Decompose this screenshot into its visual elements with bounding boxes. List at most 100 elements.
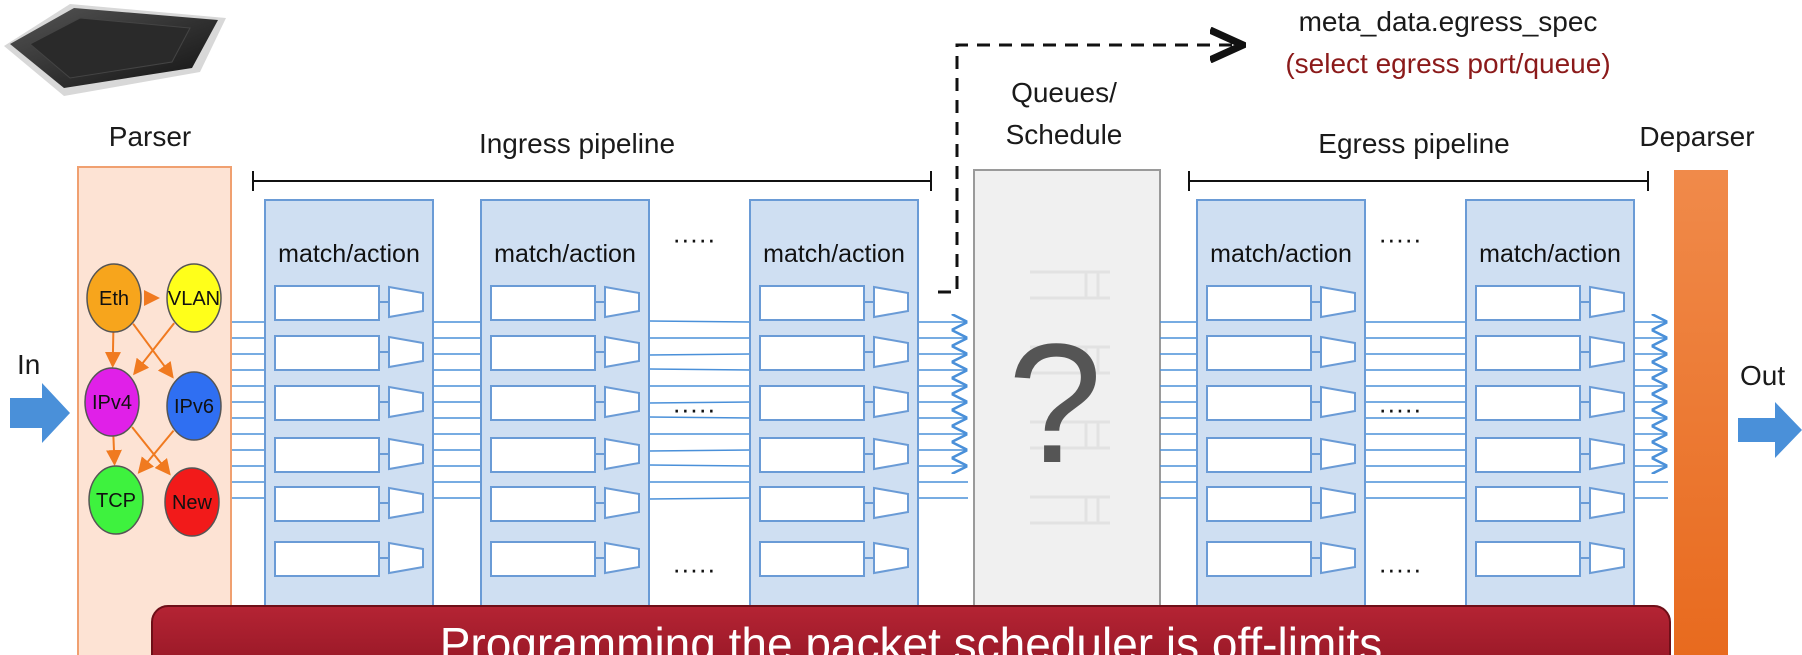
stages-layer: match/action match/action match/action matc… xyxy=(264,199,1635,631)
flow-line xyxy=(648,497,751,500)
table-entry xyxy=(274,486,424,522)
match-table xyxy=(274,486,380,522)
flow-line xyxy=(648,368,751,371)
action-unit xyxy=(1589,335,1625,369)
action-unit xyxy=(388,335,424,369)
table-entry xyxy=(1206,541,1356,577)
table-entry xyxy=(274,285,424,321)
egress-label: Egress pipeline xyxy=(1318,128,1509,159)
action-unit xyxy=(388,437,424,471)
flow-line xyxy=(648,353,751,356)
ellipsis-top-ingress: ····· xyxy=(672,224,715,254)
action-unit xyxy=(1320,285,1356,319)
flow-line xyxy=(648,449,751,452)
ingress-label: Ingress pipeline xyxy=(479,128,675,159)
parse-node-shape xyxy=(166,371,222,441)
parse-edge xyxy=(131,426,171,476)
table-entry xyxy=(274,437,424,473)
parse-node-label: Eth xyxy=(99,288,129,310)
off-limits-banner: Programming the packet scheduler is off-… xyxy=(151,605,1671,655)
match-table xyxy=(490,335,596,371)
parser-label: Parser xyxy=(109,121,191,152)
schedule-label: Schedule xyxy=(1006,119,1123,150)
stage-label: match/action xyxy=(494,240,636,268)
queue-shapes xyxy=(1030,270,1110,525)
match-table xyxy=(1475,541,1581,577)
table-entry xyxy=(1206,335,1356,371)
table-entry xyxy=(759,437,909,473)
queue-scheduler: ? xyxy=(973,169,1161,655)
match-table xyxy=(1206,437,1312,473)
action-unit xyxy=(1320,541,1356,575)
table-entry xyxy=(490,486,640,522)
action-unit xyxy=(1320,437,1356,471)
match-table xyxy=(759,486,865,522)
match-action-stage: match/action xyxy=(1196,199,1366,631)
match-table xyxy=(274,335,380,371)
action-unit xyxy=(604,437,640,471)
table-entry xyxy=(759,335,909,371)
action-unit xyxy=(604,486,640,520)
action-unit xyxy=(604,335,640,369)
parse-edge xyxy=(105,433,122,467)
table-entry xyxy=(490,385,640,421)
meta-data-sublabel: (select egress port/queue) xyxy=(1285,48,1610,79)
match-table xyxy=(759,335,865,371)
action-unit xyxy=(873,437,909,471)
parse-node: Eth xyxy=(86,263,142,333)
match-table xyxy=(1206,486,1312,522)
action-unit xyxy=(1589,437,1625,471)
input-arrow xyxy=(10,383,70,443)
parse-edge xyxy=(137,429,175,474)
egress-spec-arrow xyxy=(938,45,1240,294)
action-unit xyxy=(1589,486,1625,520)
stage-label: match/action xyxy=(278,240,420,268)
match-table xyxy=(1475,437,1581,473)
flow-line xyxy=(648,401,751,404)
parse-node-shape xyxy=(166,263,222,333)
table-entry xyxy=(759,285,909,321)
table-entry xyxy=(274,541,424,577)
match-table xyxy=(490,486,596,522)
table-entry xyxy=(490,437,640,473)
parse-node: IPv4 xyxy=(84,367,140,437)
table-entry xyxy=(1475,541,1625,577)
meta-data-label: meta_data.egress_spec xyxy=(1299,6,1598,37)
parse-node-label: IPv6 xyxy=(174,396,214,418)
match-table xyxy=(1206,385,1312,421)
parse-node-shape xyxy=(88,465,144,535)
table-entry xyxy=(759,385,909,421)
parse-node-label: New xyxy=(172,492,213,514)
stage-label: match/action xyxy=(1210,240,1352,268)
ingress-bracket xyxy=(252,171,932,191)
action-unit xyxy=(388,285,424,319)
match-table xyxy=(1206,285,1312,321)
match-table xyxy=(759,437,865,473)
deparser-bar xyxy=(1674,170,1728,655)
table-entry xyxy=(759,541,909,577)
banner-text: Programming the packet scheduler is off-… xyxy=(440,618,1383,655)
table-entry xyxy=(490,541,640,577)
parse-node: TCP xyxy=(88,465,144,535)
parse-node: New xyxy=(164,467,220,537)
table-entry xyxy=(1475,335,1625,371)
action-unit xyxy=(1320,385,1356,419)
stage-label: match/action xyxy=(763,240,905,268)
action-unit xyxy=(1589,385,1625,419)
action-unit xyxy=(604,541,640,575)
ellipsis-group: ····· ····· ····· ····· ····· ····· xyxy=(672,224,1421,584)
action-unit xyxy=(1320,486,1356,520)
match-table xyxy=(1206,335,1312,371)
parse-node-label: TCP xyxy=(96,490,136,512)
table-entry xyxy=(759,486,909,522)
match-table xyxy=(274,437,380,473)
match-table xyxy=(1475,335,1581,371)
parse-edge xyxy=(133,322,175,376)
match-table xyxy=(1475,486,1581,522)
flow-line xyxy=(648,464,751,467)
action-unit xyxy=(873,285,909,319)
match-table xyxy=(1475,285,1581,321)
table-entry xyxy=(490,285,640,321)
